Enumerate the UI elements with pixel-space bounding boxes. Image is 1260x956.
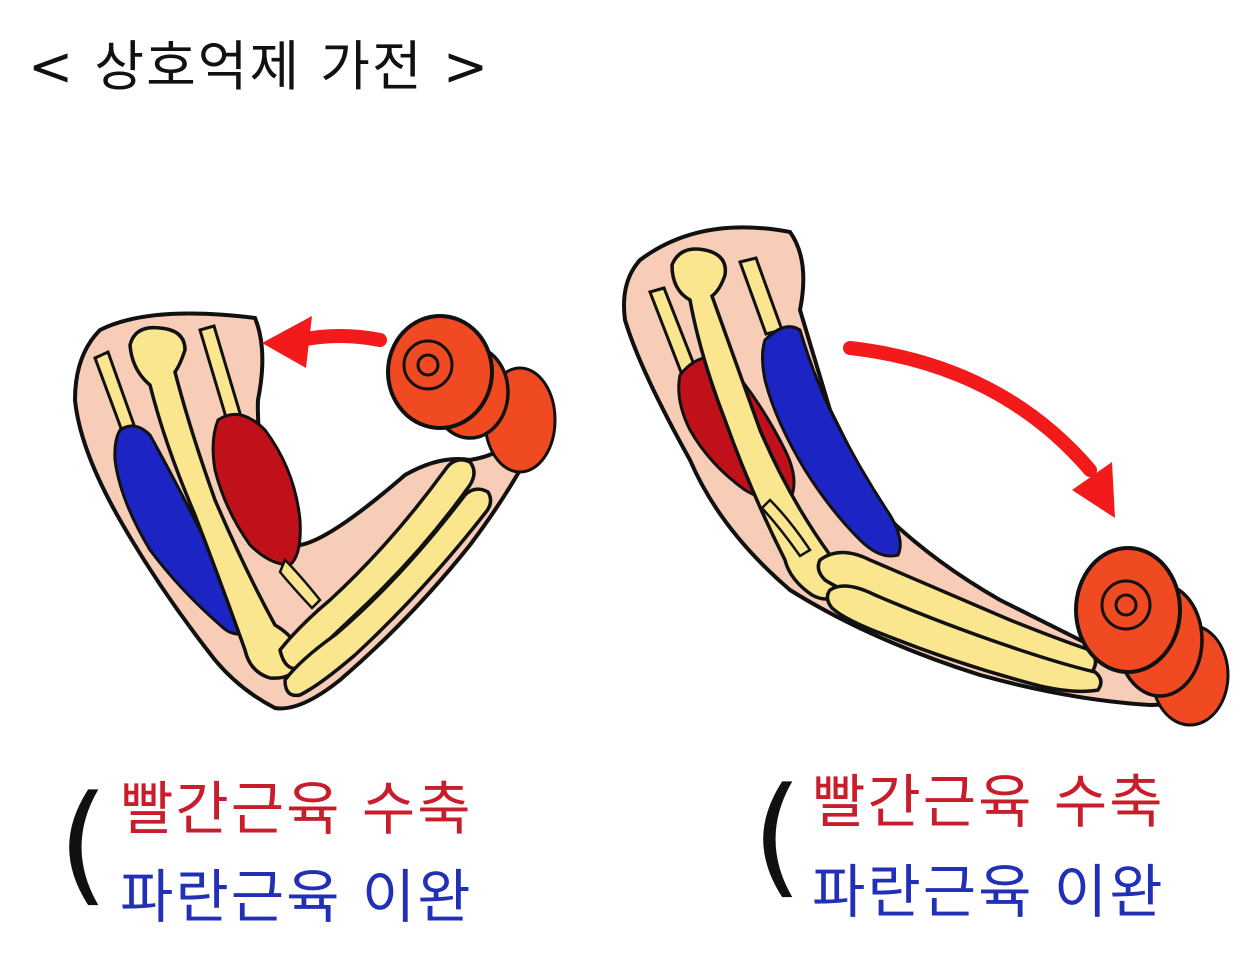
left-paren: (	[58, 767, 109, 919]
flexed-arm	[72, 311, 528, 711]
right-dumbbell	[1074, 546, 1230, 727]
flexed-arm-tendon	[278, 557, 322, 610]
flex-arrow	[262, 316, 387, 368]
left-relax-text: 파란근육 이완	[120, 863, 473, 931]
right-contract-text: 빨간근육 수축	[812, 768, 1165, 836]
extended-arm	[622, 225, 1203, 708]
extended-arm-blue-muscle	[761, 325, 902, 558]
extend-arrow	[843, 341, 1115, 518]
page-title: < 상호억제 가전 >	[28, 35, 491, 98]
right-paren: (	[752, 759, 803, 911]
left-contract-text: 빨간근육 수축	[120, 775, 473, 843]
extended-arm-tendon	[760, 498, 812, 558]
flexed-arm-radius	[283, 487, 493, 698]
extended-arm-radius	[825, 584, 1103, 694]
left-dumbbell	[386, 314, 557, 474]
flexed-arm-blue-muscle	[113, 424, 252, 636]
right-relax-text: 파란근육 이완	[812, 858, 1165, 926]
